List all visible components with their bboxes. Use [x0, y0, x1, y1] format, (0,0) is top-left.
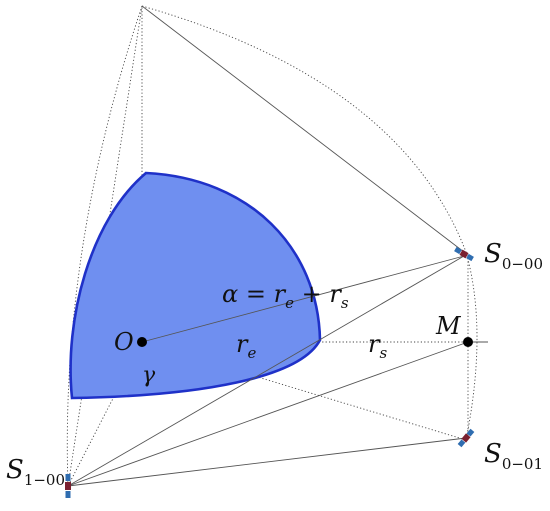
coverage-region	[69, 171, 322, 400]
rs-r: r	[329, 280, 342, 308]
s000-label: S0−00	[484, 239, 543, 273]
m-label: M	[435, 312, 462, 340]
re-label: re	[236, 330, 256, 362]
m-point	[463, 337, 473, 347]
o-to-s000-line	[141, 255, 465, 343]
s100-to-s000-line	[67, 255, 465, 487]
s100-label: S1−00	[6, 455, 65, 489]
alpha-symbol: α	[222, 280, 238, 308]
s100-sub: 1−00	[24, 471, 65, 489]
rs-label-sub: s	[379, 344, 387, 362]
s100-s: S	[6, 455, 24, 485]
re-label-r: r	[236, 330, 249, 358]
alpha-equation: α = re + rs	[222, 280, 349, 312]
rs-label-r: r	[368, 330, 381, 358]
top-to-s100-dotted	[67, 5, 143, 487]
re-r: r	[274, 280, 287, 308]
gamma-label: γ	[142, 363, 156, 388]
rs-label: rs	[368, 330, 387, 362]
s001-sub: 0−01	[502, 455, 543, 473]
s100-to-m-line	[67, 341, 469, 487]
outer-arc-dotted	[141, 5, 478, 441]
s100-to-s001-line	[67, 437, 467, 487]
re-sub: e	[285, 294, 294, 312]
top-to-s000-line	[141, 5, 465, 253]
s001-label: S0−01	[484, 439, 543, 473]
rs-sub: s	[341, 294, 349, 312]
re-label-sub: e	[247, 344, 256, 362]
s001-s: S	[484, 439, 502, 469]
satellite-icon	[454, 246, 474, 262]
origin-point	[137, 337, 147, 347]
s000-s: S	[484, 239, 502, 269]
equals-symbol: =	[238, 280, 273, 308]
s000-sub: 0−00	[502, 255, 543, 273]
origin-label: O	[114, 328, 134, 356]
plus-symbol: +	[294, 280, 329, 308]
satellite-icon	[65, 474, 71, 498]
satellite-icon	[457, 428, 475, 448]
